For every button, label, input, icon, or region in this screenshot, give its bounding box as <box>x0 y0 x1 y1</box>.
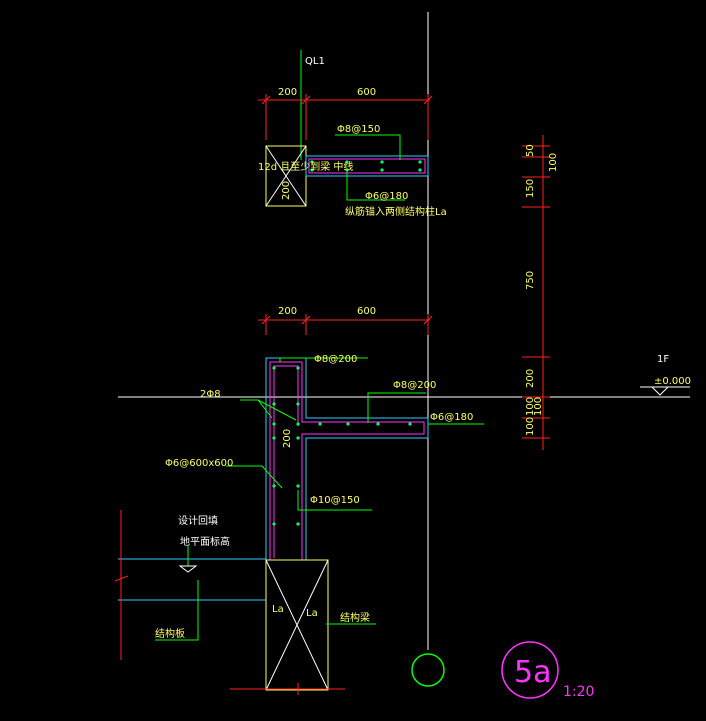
vdim-50: 50 <box>525 144 536 157</box>
grid-bubble <box>411 653 445 687</box>
anchor-right: La <box>306 608 318 619</box>
upper-section-size: 200 <box>281 181 292 200</box>
upper-rebar-bottom: Φ6@180 <box>365 191 408 202</box>
level-elevation: ±0.000 <box>654 376 691 387</box>
lower-dim-left: 200 <box>278 306 297 317</box>
vdim-200: 200 <box>525 369 536 388</box>
lower-rebar-slab-bottom: Φ6@180 <box>430 412 473 423</box>
note-struct: 结构板 <box>155 627 185 640</box>
upper-section <box>258 94 433 207</box>
lower-rebar-slab-top: Φ8@200 <box>393 380 436 391</box>
note-ground: 设计回填 <box>178 514 218 527</box>
vdim-100a: 100 <box>548 153 559 172</box>
wall-outline <box>265 357 429 560</box>
wall-thickness: 200 <box>282 429 293 448</box>
level-marker <box>640 386 690 396</box>
detail-id: 5a <box>514 655 551 690</box>
tie-rebar: Φ6@600x600 <box>165 458 233 469</box>
lower-section <box>114 314 484 695</box>
upper-rebar-top: Φ8@150 <box>337 124 380 135</box>
detail-scale: 1:20 <box>563 684 594 700</box>
vdim-100c: 100 <box>533 397 544 416</box>
corner-bars: 2Φ8 <box>200 389 221 400</box>
vdim-150: 150 <box>525 179 536 198</box>
upper-slab <box>305 155 429 177</box>
upper-dim-right: 600 <box>357 87 376 98</box>
upper-dim-left: 200 <box>278 87 297 98</box>
vdim-100b: 100 <box>525 397 536 416</box>
lower-rebar-wall-top: Φ8@200 <box>314 354 357 365</box>
grid-label: QL1 <box>305 56 325 67</box>
vdim-100d: 100 <box>525 417 536 436</box>
level-floor: 1F <box>657 354 669 365</box>
detail-callout-circle <box>501 641 559 699</box>
anchor-left: La <box>272 604 284 615</box>
note-struct-beam: 结构梁 <box>340 611 370 624</box>
upper-note-bottom: 纵筋锚入两侧结构柱La <box>345 205 447 218</box>
foundation <box>265 559 329 691</box>
lower-dim-right: 600 <box>357 306 376 317</box>
note-ground-level: 地平面标高 <box>180 535 230 548</box>
vertical-dim-chain <box>522 135 550 450</box>
wall-vertical-rebar: Φ10@150 <box>310 495 360 506</box>
grid-lines <box>118 12 690 687</box>
upper-note-left: 12d 且至少到梁 中线 <box>258 160 353 173</box>
vdim-750: 750 <box>525 271 536 290</box>
